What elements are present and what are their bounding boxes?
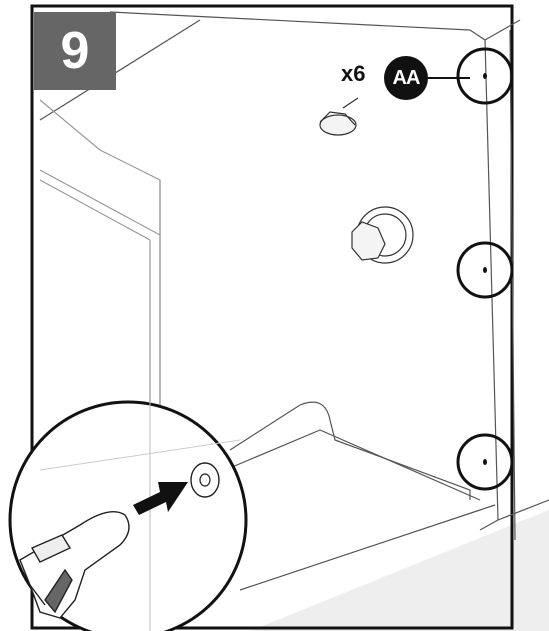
detail-magnifier — [10, 402, 246, 631]
floor-area — [250, 510, 549, 631]
quantity-label: x6 — [341, 61, 365, 87]
part-id-badge: AA — [384, 56, 428, 100]
valve-handle-icon — [352, 207, 413, 263]
screw-hole-icon — [191, 463, 219, 497]
shower-head-icon — [320, 98, 358, 135]
step-number-badge: 9 — [34, 12, 116, 90]
